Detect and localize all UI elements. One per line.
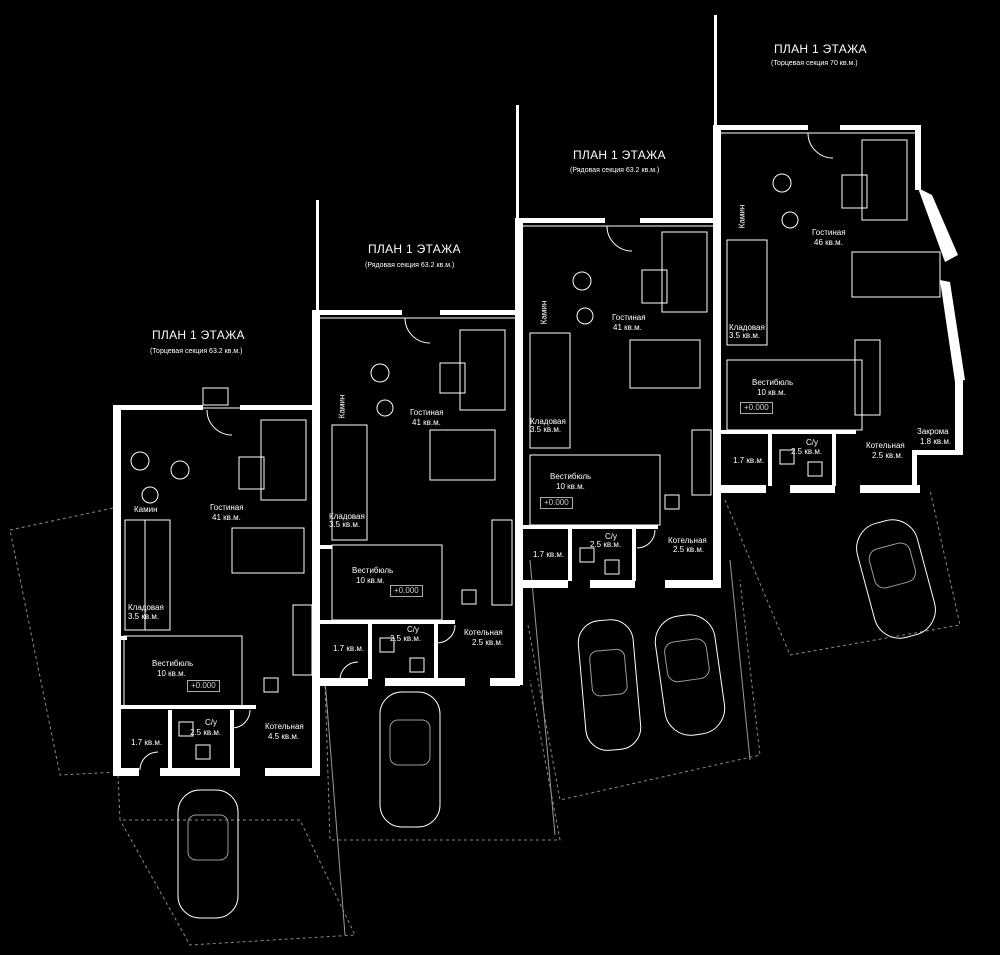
plan-4-boiler-label: Котельная (866, 441, 905, 450)
plan-3-wc-label: С/у (605, 532, 617, 541)
plan-2-living-area: 41 кв.м. (412, 418, 441, 427)
plan-2-boiler-area: 2.5 кв.м. (472, 638, 504, 647)
plan-4-vestibule-area: 10 кв.м. (757, 388, 786, 397)
plan-3-living-area: 41 кв.м. (613, 323, 642, 332)
plan-1-living-label: Гостиная (210, 503, 244, 512)
plan-3-boiler-area: 2.5 кв.м. (673, 545, 705, 554)
plan-2-storage-area: 3.5 кв.м. (329, 520, 361, 529)
plan-1-level-mark: +0.000 (187, 680, 220, 692)
plan-3-storage-label: Кладовая (530, 417, 566, 426)
plan-1-small-area: 1.7 кв.м. (131, 738, 163, 747)
plan-2-living-label: Гостиная (410, 408, 444, 417)
plan-4-level-mark: +0.000 (740, 402, 773, 414)
plan-3-boiler-label: Котельная (668, 536, 707, 545)
plan-2-subtitle: (Рядовая секция 63.2 кв.м.) (365, 262, 455, 269)
plan-3-subtitle: (Рядовая секция 63.2 кв.м.) (570, 167, 660, 174)
plan-2-wc-area: 2.5 кв.м. (390, 634, 422, 643)
plan-1-vestibule-label: Вестибюль (152, 659, 194, 668)
plan-2-title: ПЛАН 1 ЭТАЖА (368, 242, 461, 256)
plan-3-vestibule-label: Вестибюль (550, 472, 592, 481)
plan-3-level-mark: +0.000 (540, 497, 573, 509)
plan-1-wc-label: С/у (205, 718, 217, 727)
plan-4-subtitle: (Торцевая секция 70 кв.м.) (771, 60, 858, 67)
plan-1-boiler-area: 4.5 кв.м. (268, 732, 300, 741)
plan-2-storage-label: Кладовая (329, 512, 365, 521)
plan-3-storage-area: 3.5 кв.м. (530, 425, 562, 434)
plan-4-storage-area: 3.5 кв.м. (729, 331, 761, 340)
plan-1-fireplace-label: Камин (134, 505, 158, 514)
plan-2-boiler-label: Котельная (464, 628, 503, 637)
plan-2-fireplace-label: Камин (337, 394, 347, 419)
plan-3-wc-area: 2.5 кв.м. (590, 540, 622, 549)
plan-3-fireplace-label: Камин (539, 300, 549, 325)
plan-1-storage-label: Кладовая (128, 603, 164, 612)
plan-4-boiler-area: 2.5 кв.м. (872, 451, 904, 460)
plan-4-title: ПЛАН 1 ЭТАЖА (774, 42, 867, 56)
section-2-walls (312, 200, 523, 686)
plan-4-closet-area: 1.8 кв.м. (920, 437, 952, 446)
plan-4-fireplace-label: Камин (737, 204, 747, 229)
plan-1-vestibule-area: 10 кв.м. (157, 669, 186, 678)
plan-3-title: ПЛАН 1 ЭТАЖА (573, 148, 666, 162)
section-3-walls (515, 105, 721, 588)
car-icons (177, 519, 936, 919)
plan-3-vestibule-area: 10 кв.м. (556, 482, 585, 491)
site-outlines (9, 489, 961, 946)
plan-3-small-area: 1.7 кв.м. (533, 550, 565, 559)
plan-2-vestibule-area: 10 кв.м. (356, 576, 385, 585)
plan-2-level-mark: +0.000 (390, 585, 423, 597)
plan-4-vestibule-label: Вестибюль (752, 378, 794, 387)
plan-1-storage-area: 3.5 кв.м. (128, 612, 160, 621)
plan-1-boiler-label: Котельная (265, 722, 304, 731)
plan-1-wc-area: 2.5 кв.м. (190, 728, 222, 737)
plan-3-living-label: Гостиная (612, 313, 646, 322)
plan-1-title: ПЛАН 1 ЭТАЖА (152, 328, 245, 342)
plan-4-closet-label: Закрома (917, 427, 949, 436)
plan-4-wc-area: 2.5 кв.м. (791, 447, 823, 456)
plan-4-wc-label: С/у (806, 438, 818, 447)
plan-2-vestibule-label: Вестибюль (352, 566, 394, 575)
plan-4-living-area: 46 кв.м. (814, 238, 843, 247)
plan-1-living-area: 41 кв.м. (212, 513, 241, 522)
plan-4-living-label: Гостиная (812, 228, 846, 237)
section-4-walls (713, 15, 965, 497)
plan-2-wc-label: С/у (407, 625, 419, 634)
plan-2-small-area: 1.7 кв.м. (333, 644, 365, 653)
plan-4-storage-label: Кладовая (729, 323, 765, 332)
plan-4-small-area: 1.7 кв.м. (733, 456, 765, 465)
plan-1-subtitle: (Торцевая секция 63.2 кв.м.) (150, 348, 243, 355)
